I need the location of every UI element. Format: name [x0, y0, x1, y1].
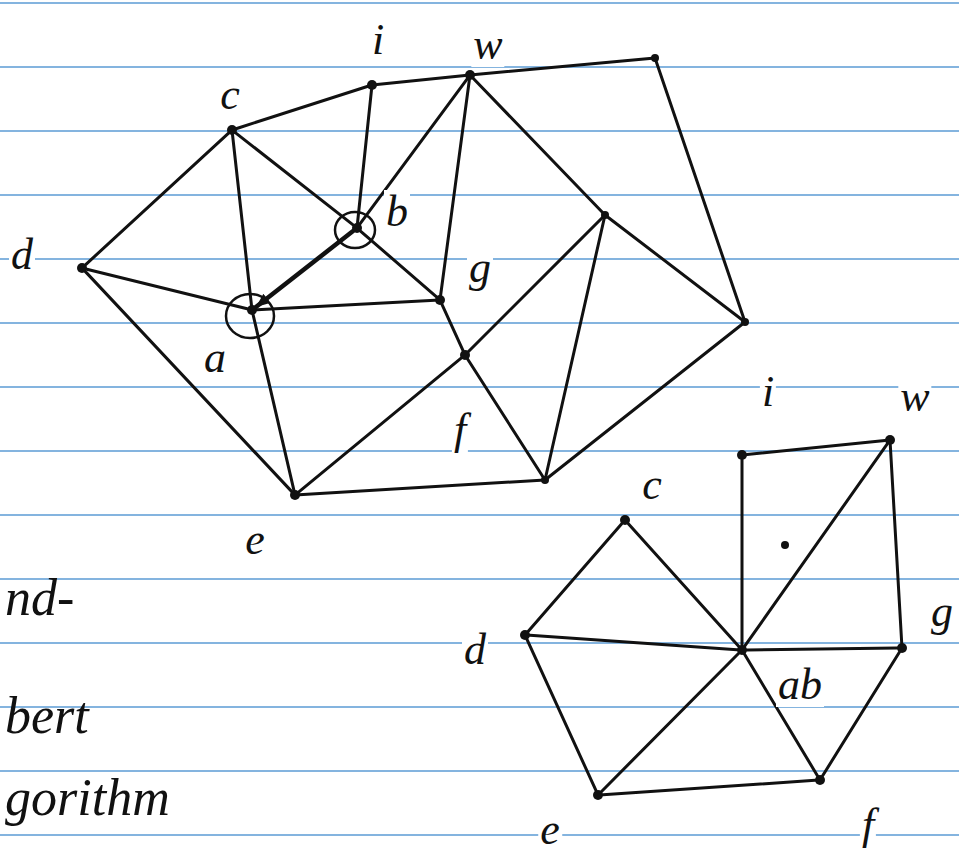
vertex-label: d: [462, 628, 488, 672]
vertex-label: f: [452, 408, 468, 452]
graph-edge: [747, 648, 897, 650]
graph-edge: [527, 640, 596, 791]
graph-vertex: c: [620, 515, 630, 525]
graph-edge: [628, 524, 738, 647]
graph-edge: [442, 305, 463, 351]
margin-note: nd-: [5, 572, 74, 624]
graph-edge: [441, 80, 470, 295]
graph-vertex: e: [290, 490, 300, 500]
vertex-label: b: [384, 190, 410, 234]
ruled-lines: [0, 3, 959, 835]
vertex-label: i: [760, 370, 776, 414]
graph-vertex: a: [247, 305, 257, 315]
graph-edge: [823, 652, 900, 776]
vertex-label: w: [471, 23, 504, 67]
graph-edge: [603, 780, 815, 794]
graph-vertex: i: [737, 450, 747, 460]
graph-edge: [236, 133, 353, 225]
graph-edge: [602, 654, 739, 792]
graph-edge: [257, 300, 435, 309]
unlabeled-vertices: [541, 54, 789, 549]
margin-note: gorithm: [5, 772, 170, 824]
graph-edge: [86, 133, 229, 264]
vertex-label: c: [640, 463, 664, 507]
graph-edge: [361, 231, 436, 296]
graph-edge: [741, 460, 744, 645]
graph-vertex: d: [77, 263, 87, 273]
graph-edge: [360, 79, 467, 224]
graph-vertex: w: [885, 435, 895, 445]
graph-vertex: g: [897, 643, 907, 653]
vertex-label: g: [929, 590, 955, 634]
graph-vertex: c: [227, 125, 237, 135]
graph-edge: [377, 76, 465, 85]
margin-note: bert: [5, 690, 89, 742]
graph-edge: [299, 358, 461, 492]
vertex-label: d: [9, 233, 35, 277]
vertex-label: c: [218, 73, 242, 117]
graph-edge: [256, 231, 353, 307]
graph-edge: [528, 524, 621, 631]
vertex-label: ab: [776, 663, 824, 707]
graph-edge: [237, 87, 367, 129]
graph-edge: [87, 269, 247, 309]
unlabeled-edges: [295, 58, 745, 495]
graph-edge: [530, 635, 737, 649]
graph-vertex: e: [593, 790, 603, 800]
vertex-label: e: [538, 808, 562, 852]
graph-edge: [253, 315, 294, 490]
graph-edge: [890, 445, 901, 643]
graph-vertex: g: [435, 295, 445, 305]
graph-vertex: d: [520, 630, 530, 640]
graph-vertex: b: [352, 223, 362, 233]
vertex-label: i: [370, 18, 386, 62]
vertex-label: a: [202, 336, 228, 380]
graph-edge: [747, 441, 885, 455]
vertex-label: f: [860, 803, 876, 847]
graph-vertex: f: [815, 775, 825, 785]
graph-vertex: f: [460, 350, 470, 360]
graph-vertex: w: [465, 70, 475, 80]
graph-vertex: i: [367, 80, 377, 90]
graph-edge: [745, 444, 887, 646]
vertex-label: e: [243, 518, 267, 562]
graph-vertex: ab: [737, 645, 747, 655]
vertex-label: g: [467, 246, 493, 290]
vertex-label: w: [898, 375, 931, 419]
graph-edge: [358, 90, 372, 223]
graph-edge: [233, 135, 252, 305]
